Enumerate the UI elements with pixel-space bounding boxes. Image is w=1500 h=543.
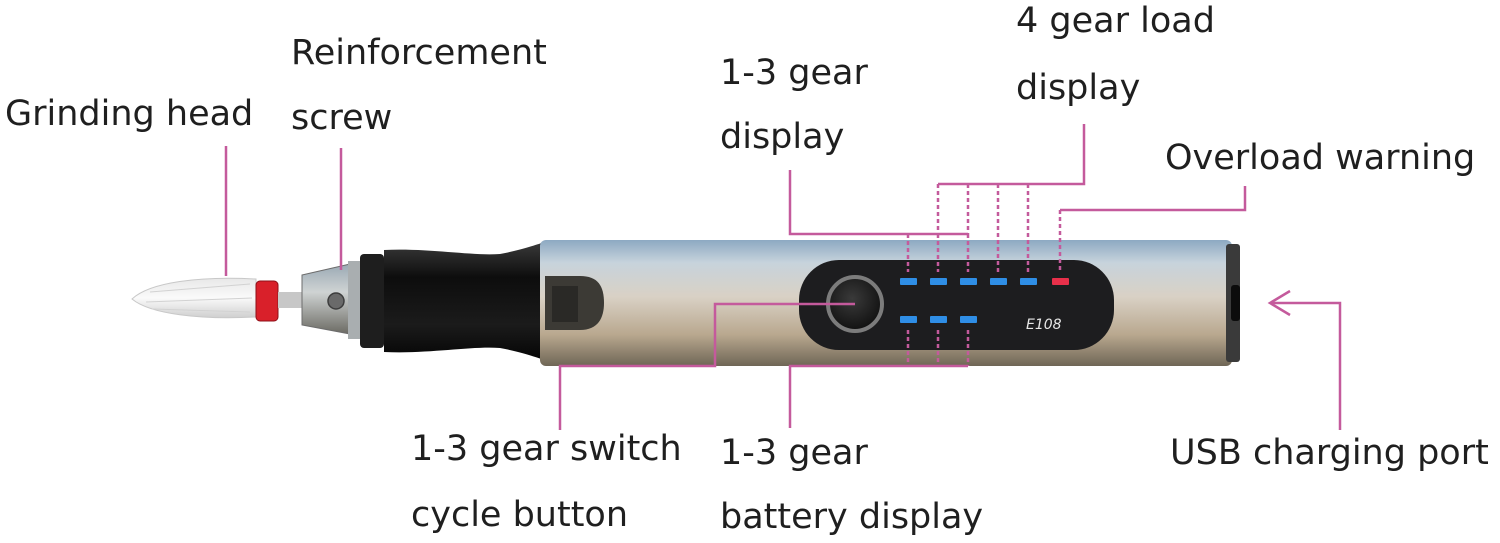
- label-gear-display-line1: 1-3 gear: [720, 53, 868, 93]
- leader-usb-arrowhead: [1267, 289, 1291, 317]
- label-load-display-line2: display: [1016, 68, 1141, 108]
- usb-charging-port-slot: [1231, 285, 1240, 321]
- leader-lines: [224, 124, 1342, 430]
- label-grinding-head: Grinding head: [5, 94, 254, 134]
- led-top-3: [960, 278, 977, 285]
- grinding-head-burr: [131, 277, 257, 319]
- dark-ring: [360, 254, 384, 348]
- shaft: [278, 292, 302, 308]
- rubber-grip: [384, 242, 545, 360]
- label-battery-display-line1: 1-3 gear: [720, 433, 868, 473]
- leader-load-display: [938, 124, 1086, 186]
- led-overload-red: [1052, 278, 1069, 285]
- label-switch-button-line2: cycle button: [411, 495, 629, 535]
- battery-led-row: [900, 316, 977, 323]
- side-window-inner: [552, 286, 578, 322]
- label-reinforcement-screw-line2: screw: [291, 98, 393, 138]
- collet-ring: [255, 280, 279, 322]
- label-gear-display-line2: display: [720, 117, 845, 157]
- label-usb-charging-port: USB charging port: [1170, 433, 1489, 473]
- label-reinforcement-screw-line1: Reinforcement: [291, 33, 547, 73]
- reinforcement-screw-head: [327, 292, 345, 310]
- label-overload-warning: Overload warning: [1165, 138, 1476, 178]
- gear-load-led-row: [900, 278, 1069, 285]
- led-top-2: [930, 278, 947, 285]
- led-top-1: [900, 278, 917, 285]
- leader-switch-button: [558, 302, 855, 430]
- leader-battery-display: [788, 364, 968, 428]
- led-battery-2: [930, 316, 947, 323]
- label-switch-button-line1: 1-3 gear switch: [411, 429, 682, 469]
- label-load-display-line1: 4 gear load: [1016, 1, 1215, 41]
- led-top-5: [1020, 278, 1037, 285]
- model-number: E108: [1026, 317, 1062, 333]
- led-battery-3: [960, 316, 977, 323]
- leader-usb-port: [1272, 301, 1342, 430]
- leader-overload-warning: [1060, 186, 1247, 212]
- leader-gear-display: [788, 170, 968, 236]
- front-collar: [301, 261, 360, 339]
- led-battery-1: [900, 316, 917, 323]
- label-battery-display-line2: battery display: [720, 497, 984, 537]
- led-top-4: [990, 278, 1007, 285]
